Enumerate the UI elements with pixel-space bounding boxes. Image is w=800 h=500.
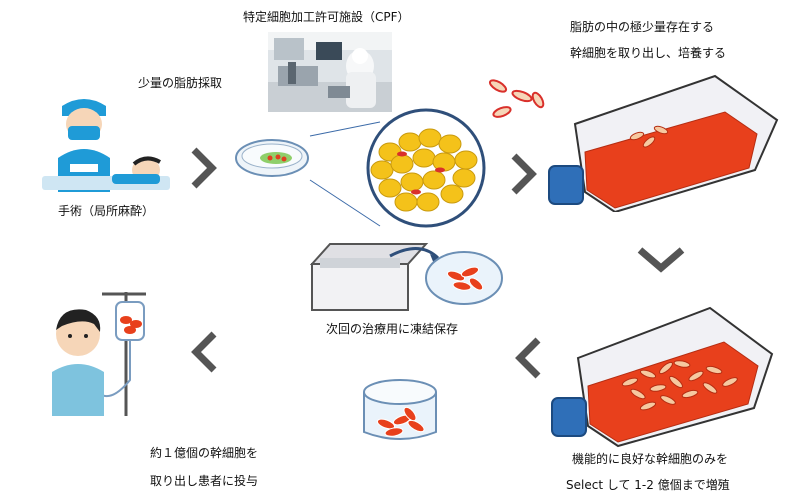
arrow-left-icon — [190, 330, 220, 374]
flask-icon — [550, 298, 780, 448]
extract-label-line1: 脂肪の中の極少量存在する — [570, 20, 715, 34]
arrow-down-icon — [636, 244, 686, 274]
cpf-label: 特定細胞加工許可施設（CPF） — [243, 10, 410, 24]
petri-dish-icon — [230, 108, 500, 238]
admin-label-line1: 約１億個の幹細胞を — [150, 446, 259, 460]
select-label-line2: Select して 1-2 億個まで増殖 — [566, 478, 730, 492]
cell-dish-icon — [360, 376, 440, 448]
harvest-label: 少量の脂肪採取 — [138, 76, 223, 90]
flask-icon — [545, 72, 785, 212]
doctor-icon — [40, 92, 170, 192]
surgery-label: 手術（局所麻酔） — [58, 204, 155, 218]
select-label-line1: 機能的に良好な幹細胞のみを — [572, 452, 729, 466]
iv-drip-icon — [42, 290, 162, 420]
admin-label-line2: 取り出し患者に投与 — [150, 474, 259, 488]
freezer-icon — [310, 236, 510, 316]
stem-cell-icon — [488, 76, 548, 122]
arrow-right-icon — [188, 146, 218, 190]
extract-label-line2: 幹細胞を取り出し、培養する — [570, 46, 727, 60]
freeze-label: 次回の治療用に凍結保存 — [326, 322, 459, 336]
lab-photo-icon — [268, 32, 392, 112]
arrow-left-icon — [514, 336, 544, 380]
arrow-right-icon — [508, 152, 538, 196]
